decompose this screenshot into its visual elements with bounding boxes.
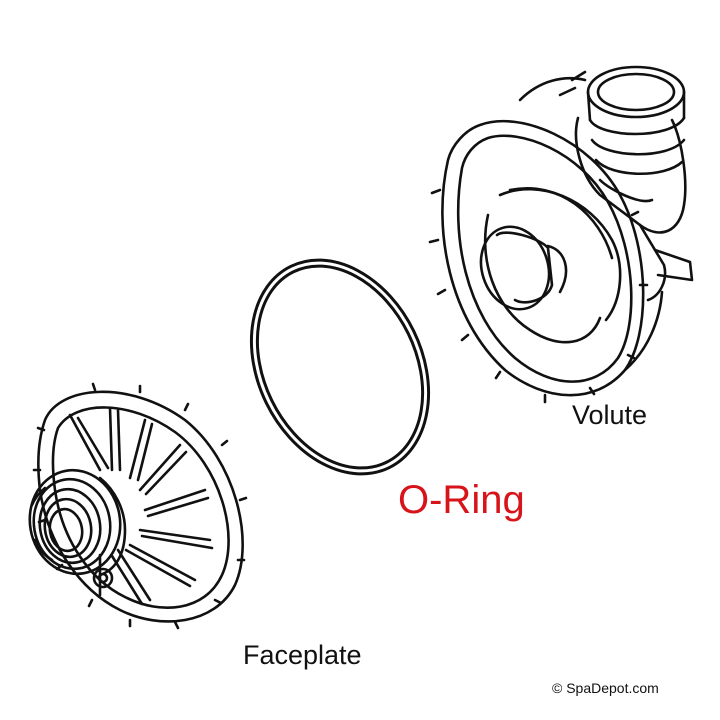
- faceplate-drawing: [28, 382, 248, 630]
- o-ring-label: O-Ring: [398, 478, 525, 522]
- volute-label: Volute: [572, 400, 648, 430]
- copyright-notice: © SpaDepot.com: [552, 680, 659, 696]
- volute-drawing: [428, 65, 694, 404]
- faceplate-label: Faceplate: [243, 640, 362, 670]
- o-ring-drawing: [249, 258, 431, 476]
